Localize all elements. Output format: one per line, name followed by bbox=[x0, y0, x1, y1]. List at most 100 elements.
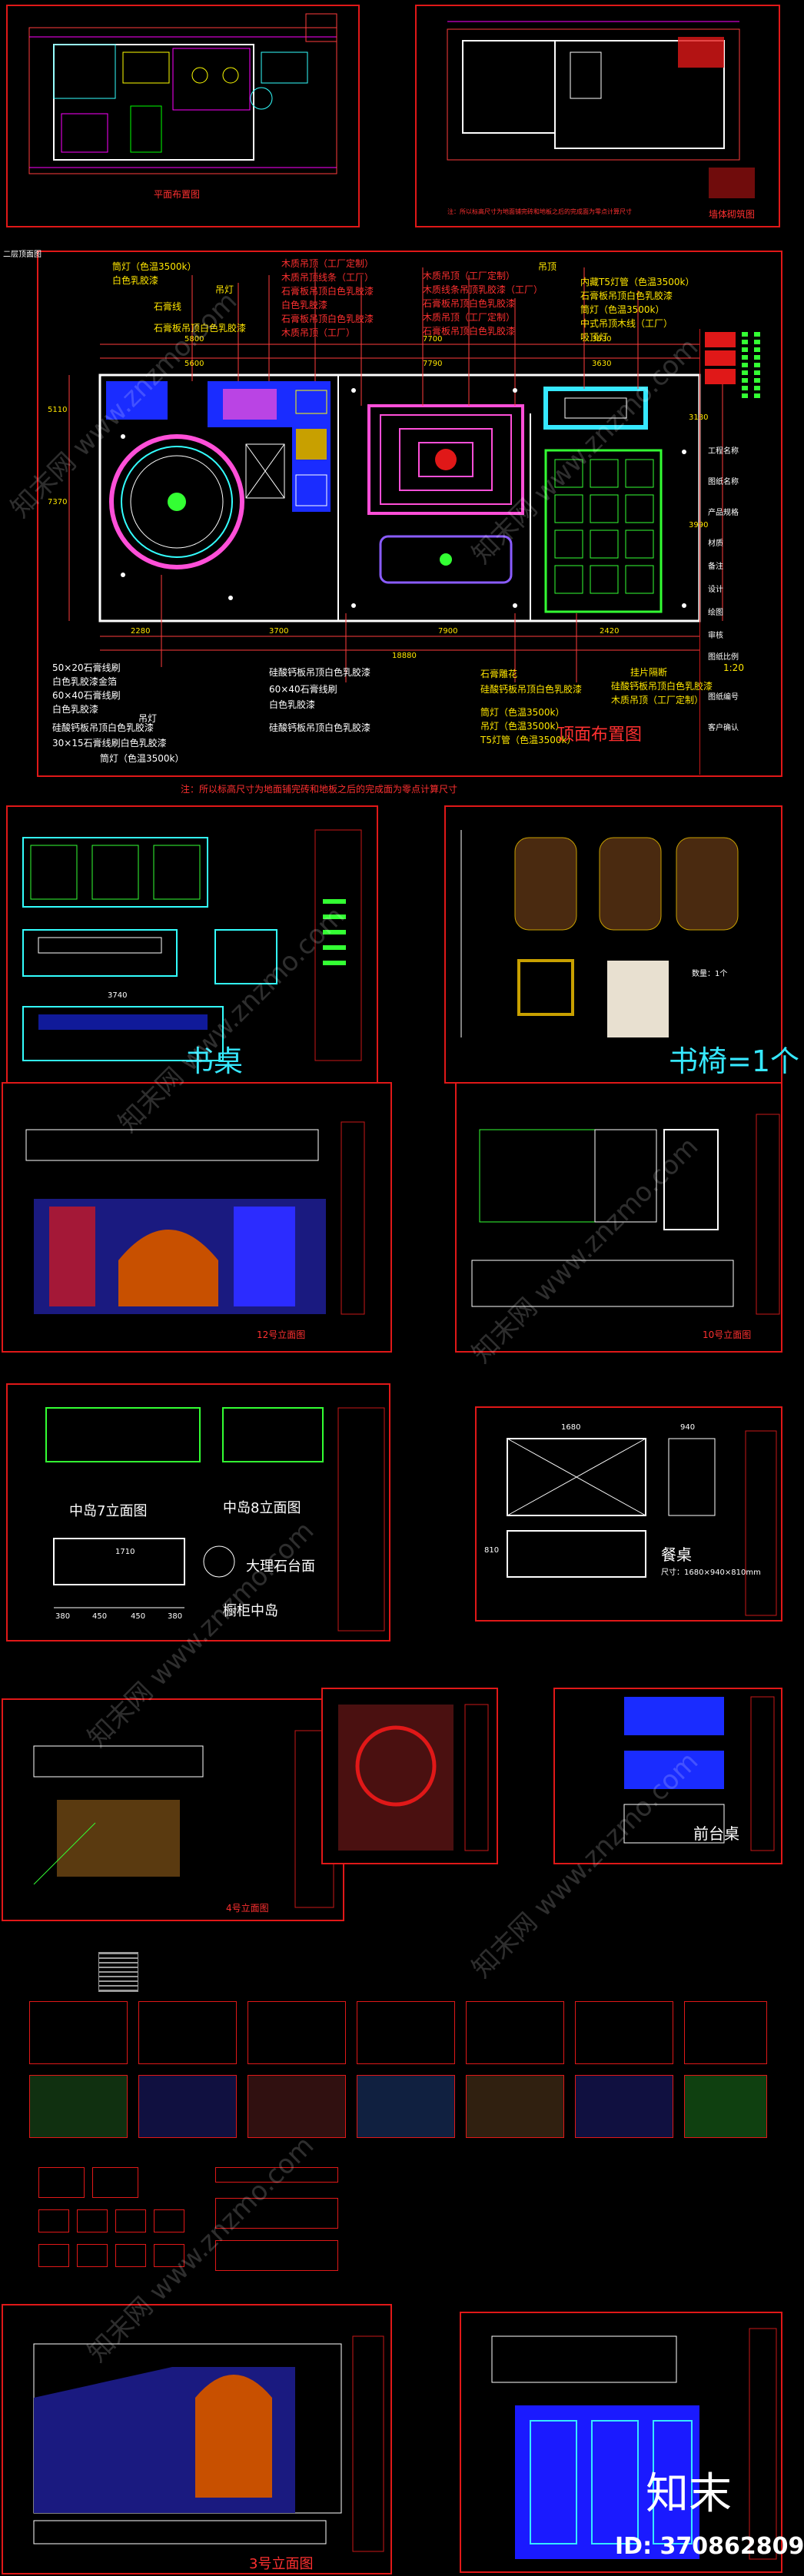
chair-sheet: 数量：1个 书椅=1个 bbox=[444, 805, 799, 1084]
ceiling-top-annotation: 木质吊顶（工厂） bbox=[281, 327, 356, 338]
elevation-3-drawing bbox=[33, 2335, 384, 2552]
desk-dimension: 3740 bbox=[108, 991, 128, 1000]
dim-label: 7370 bbox=[48, 498, 68, 506]
ceiling-top-annotation: 木质吊顶（工厂定制） bbox=[281, 258, 374, 269]
dim-label: 5800 bbox=[184, 335, 204, 344]
dining-dim: 1680 bbox=[561, 1423, 581, 1432]
dim-label: 7900 bbox=[438, 627, 458, 636]
ceiling-top-annotation: 内藏T5灯管（色温3500k） bbox=[580, 277, 695, 287]
title-block-swatches bbox=[705, 332, 774, 417]
mini-sheet bbox=[215, 2240, 338, 2271]
chair-title: 书椅=1个 bbox=[669, 1044, 800, 1078]
side-island-label: 橱柜中岛 bbox=[223, 1603, 278, 1619]
dim-label: 3630 bbox=[592, 360, 612, 368]
ceiling-bottom-annotation: 白色乳胶漆金箔 bbox=[52, 676, 118, 687]
ceiling-bottom-annotation: 60×40石膏线刷 bbox=[52, 690, 121, 701]
ceiling-top-annotation: 筒灯（色温3500k） bbox=[112, 261, 197, 272]
brand-badge: 知末 ID: 370862809 bbox=[615, 2459, 804, 2574]
ceiling-bottom-annotation: 筒灯（色温3500k） bbox=[100, 753, 184, 764]
island-dim: 450 bbox=[92, 1612, 108, 1621]
title-block-row: 材质 bbox=[708, 539, 723, 548]
desk-sheet: 3740 书桌 bbox=[6, 805, 378, 1084]
ceiling-top-annotation: 石膏板吊顶白色乳胶漆 bbox=[580, 290, 673, 301]
island-dim: 1710 bbox=[115, 1548, 135, 1556]
brand-logo: 知末 bbox=[646, 2469, 732, 2519]
desk-drawing bbox=[22, 829, 362, 1061]
ceiling-top-annotation: 木质吊顶（工厂定制） bbox=[423, 271, 516, 281]
ceiling-plan-note: 注：所以标高尺寸为地面铺完砖和地板之后的完成面为零点计算尺寸 bbox=[181, 784, 458, 795]
wall-plan-sheet: 注：所以标高尺寸为地面铺完砖和地板之后的完成面为零点计算尺寸 墙体砌筑图 bbox=[415, 5, 780, 227]
ceiling-top-annotation: 石膏板吊顶白色乳胶漆 bbox=[281, 286, 374, 297]
dim-label: 5600 bbox=[184, 360, 204, 368]
ceiling-plan-drawing bbox=[68, 267, 723, 682]
ceiling-top-annotation: 吊灯 bbox=[215, 284, 234, 295]
ceiling-top-annotation: 白色乳胶漆 bbox=[112, 275, 159, 286]
title-block-row: 备注 bbox=[708, 563, 723, 571]
chair-drawing bbox=[460, 830, 739, 1037]
title-block-row: 客户确认 bbox=[708, 724, 739, 732]
mini-sheet bbox=[154, 2244, 184, 2267]
ceiling-bottom-annotation: 石膏雕花 bbox=[480, 669, 518, 679]
elevation-12-drawing bbox=[25, 1121, 365, 1315]
mini-sheet bbox=[154, 2209, 184, 2232]
ceiling-bottom-annotation: 挂片隔断 bbox=[630, 667, 668, 678]
mini-sheet bbox=[115, 2244, 146, 2267]
ceiling-bottom-annotation: 木质吊顶（工厂定制） bbox=[611, 695, 704, 705]
mini-sheet bbox=[38, 2167, 85, 2198]
ceiling-top-annotation: 石膏板吊顶白色乳胶漆 bbox=[423, 298, 516, 309]
ceiling-bottom-annotation: 60×40石膏线刷 bbox=[269, 684, 337, 695]
ceiling-bottom-annotation: T5灯管（色温3500k） bbox=[480, 735, 576, 745]
elevation-10-title: 10号立面图 bbox=[703, 1329, 752, 1340]
ceiling-top-annotation: 石膏板吊顶白色乳胶漆 bbox=[423, 326, 516, 337]
dining-dim: 810 bbox=[484, 1546, 500, 1555]
marble-label: 大理石台面 bbox=[246, 1559, 315, 1575]
thumbnail bbox=[29, 2075, 128, 2138]
title-block-row: 绘图 bbox=[708, 609, 723, 617]
ceiling-bottom-annotation: 硅酸钙板吊顶白色乳胶漆 bbox=[269, 722, 371, 733]
ceiling-bottom-annotation: 白色乳胶漆 bbox=[269, 699, 316, 710]
mini-sheet bbox=[77, 2244, 108, 2267]
ceiling-bottom-annotation: 硅酸钙板吊顶白色乳胶漆 bbox=[611, 681, 713, 692]
elevation-12-title: 12号立面图 bbox=[257, 1329, 306, 1340]
elevation-10-drawing bbox=[471, 1114, 780, 1315]
ceiling-top-annotation: 吸顶灯 bbox=[580, 332, 609, 343]
thumbnail bbox=[466, 2001, 564, 2064]
dim-label: 3700 bbox=[269, 627, 289, 636]
ceiling-corner-label: 二层顶面图 bbox=[3, 251, 42, 259]
floor-plan-title: 平面布置图 bbox=[154, 189, 201, 200]
ceiling-top-annotation: 石膏板吊顶白色乳胶漆 bbox=[281, 314, 374, 324]
ceiling-top-annotation: 石膏线 bbox=[154, 301, 182, 312]
ceiling-bottom-annotation: 30×15石膏线刷白色乳胶漆 bbox=[52, 738, 167, 749]
island-8-title: 中岛8立面图 bbox=[223, 1500, 301, 1516]
title-block-row: 设计 bbox=[708, 586, 723, 594]
mini-sheet bbox=[215, 2198, 338, 2229]
dim-label: 2420 bbox=[600, 627, 620, 636]
thumbnail bbox=[248, 2075, 346, 2138]
title-block-row: 工程名称 bbox=[708, 447, 739, 456]
mini-sheet bbox=[77, 2209, 108, 2232]
dining-dim: 940 bbox=[680, 1423, 696, 1432]
ceiling-bottom-annotation: 硅酸钙板吊顶白色乳胶漆 bbox=[480, 684, 583, 695]
mini-sheets bbox=[38, 2167, 361, 2313]
front-desk-drawing bbox=[623, 1696, 775, 1851]
dim-label: 7790 bbox=[423, 360, 443, 368]
ceiling-top-annotation: 木质吊顶线条（工厂） bbox=[281, 272, 374, 283]
ceiling-top-annotation: 中式吊顶木线（工厂） bbox=[580, 318, 673, 329]
title-block-row: 图纸名称 bbox=[708, 478, 739, 486]
elevation-3-title: 3号立面图 bbox=[249, 2556, 314, 2572]
title-block-row: 图纸比例 bbox=[708, 653, 739, 662]
island-dim: 450 bbox=[131, 1612, 146, 1621]
dim-label: 18880 bbox=[392, 652, 417, 660]
thumbnail-grid bbox=[23, 1943, 776, 2196]
dining-sheet: 1680 940 810 餐桌 尺寸：1680×940×810mm bbox=[475, 1406, 782, 1622]
thumbnail bbox=[29, 2001, 128, 2064]
dim-label: 2280 bbox=[131, 627, 151, 636]
floor-plan-drawing bbox=[28, 13, 337, 174]
title-block-row: 图纸编号 bbox=[708, 693, 739, 702]
blue-elevation-sheet bbox=[460, 2312, 782, 2573]
ceiling-plan-title: 顶面布置图 bbox=[557, 725, 643, 745]
ceiling-bottom-annotation: 硅酸钙板吊顶白色乳胶漆 bbox=[52, 722, 154, 733]
ceiling-top-annotation: 吊顶 bbox=[538, 261, 557, 272]
ceiling-top-annotation: 木质线条吊顶乳胶漆（工厂） bbox=[423, 284, 543, 295]
dining-title: 餐桌 bbox=[661, 1545, 692, 1564]
